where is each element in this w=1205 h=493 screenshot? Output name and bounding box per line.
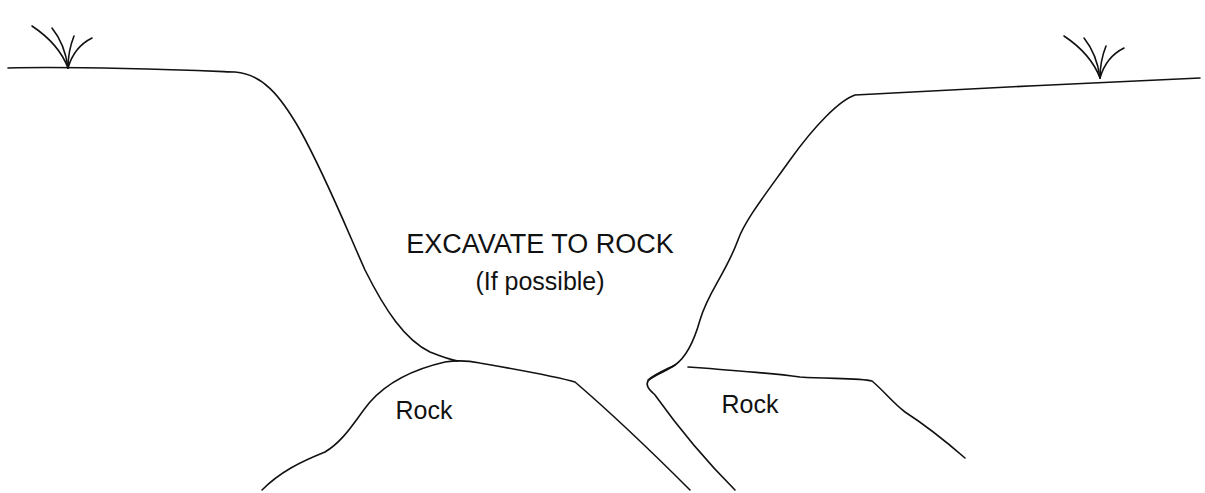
material-label: Rock bbox=[722, 392, 779, 417]
grass-tuft bbox=[1064, 36, 1124, 78]
right-rock-hook bbox=[647, 365, 735, 490]
right-rock-outline bbox=[688, 367, 965, 458]
instruction-text: EXCAVATE TO ROCK bbox=[406, 231, 674, 258]
note-text: (If possible) bbox=[475, 269, 604, 294]
material-label: Rock bbox=[396, 398, 453, 423]
right-ground-slope bbox=[648, 78, 1200, 380]
grass-tuft bbox=[32, 26, 92, 68]
left-ground-slope bbox=[8, 67, 458, 361]
left-rock-outline bbox=[262, 361, 690, 490]
